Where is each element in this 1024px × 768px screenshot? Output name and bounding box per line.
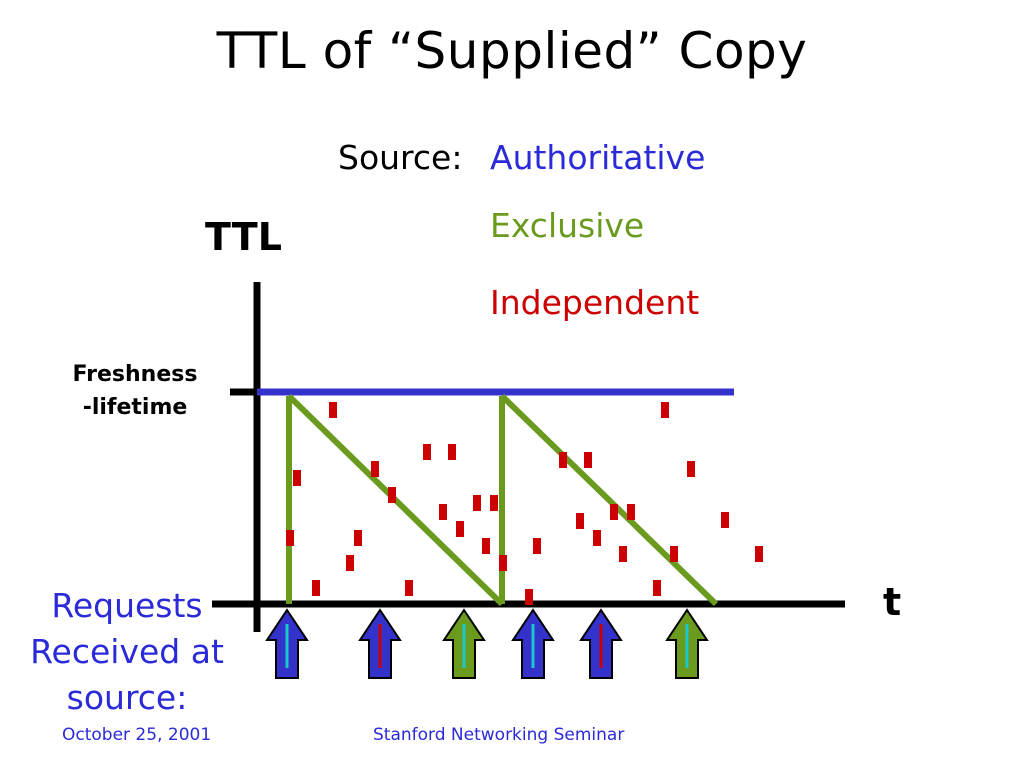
independent-mark	[593, 530, 601, 546]
independent-mark	[346, 555, 354, 571]
up-arrow-icon	[579, 608, 623, 679]
freshness-label-line-2: -lifetime	[82, 395, 188, 420]
requests-received-label: Requests Received at source:	[30, 586, 224, 717]
independent-mark	[559, 452, 567, 468]
independent-mark	[687, 461, 695, 477]
x-axis-label: t	[883, 580, 902, 624]
exclusive-sawtooth	[286, 393, 719, 607]
slide-title: TTL of “Supplied” Copy	[216, 22, 808, 80]
request-arrows	[265, 608, 709, 679]
y-axis-label: TTL	[205, 215, 282, 259]
independent-mark	[627, 504, 635, 520]
independent-mark	[329, 402, 337, 418]
up-arrow-icon	[442, 608, 486, 679]
independent-mark	[525, 589, 533, 605]
independent-mark	[576, 513, 584, 529]
independent-mark	[490, 495, 498, 511]
up-arrow-icon	[358, 608, 402, 679]
up-arrow-icon	[265, 608, 309, 679]
freshness-label-line-1: Freshness	[72, 362, 198, 387]
independent-mark	[670, 546, 678, 562]
independent-mark	[610, 504, 618, 520]
independent-mark	[448, 444, 456, 460]
independent-mark	[721, 512, 729, 528]
independent-mark	[388, 487, 396, 503]
legend-independent: Independent	[490, 283, 700, 322]
independent-mark	[619, 546, 627, 562]
source-label: Source:	[338, 138, 463, 177]
independent-mark	[286, 530, 294, 546]
up-arrow-icon	[511, 608, 555, 679]
independent-ttl-marks	[286, 402, 763, 605]
independent-mark	[371, 461, 379, 477]
independent-mark	[354, 530, 362, 546]
independent-mark	[312, 580, 320, 596]
independent-mark	[499, 555, 507, 571]
independent-mark	[405, 580, 413, 596]
independent-mark	[584, 452, 592, 468]
independent-mark	[653, 580, 661, 596]
independent-mark	[473, 495, 481, 511]
legend-exclusive: Exclusive	[490, 206, 645, 245]
independent-mark	[533, 538, 541, 554]
independent-mark	[293, 470, 301, 486]
up-arrow-icon	[665, 608, 709, 679]
independent-mark	[456, 521, 464, 537]
independent-mark	[661, 402, 669, 418]
independent-mark	[423, 444, 431, 460]
footer-seminar: Stanford Networking Seminar	[373, 725, 625, 745]
independent-mark	[439, 504, 447, 520]
independent-mark	[482, 538, 490, 554]
freshness-lifetime-label: Freshness -lifetime	[40, 358, 230, 424]
footer-date: October 25, 2001	[62, 725, 212, 745]
exclusive-decay-2	[499, 393, 719, 607]
legend-authoritative: Authoritative	[490, 138, 706, 177]
independent-mark	[755, 546, 763, 562]
